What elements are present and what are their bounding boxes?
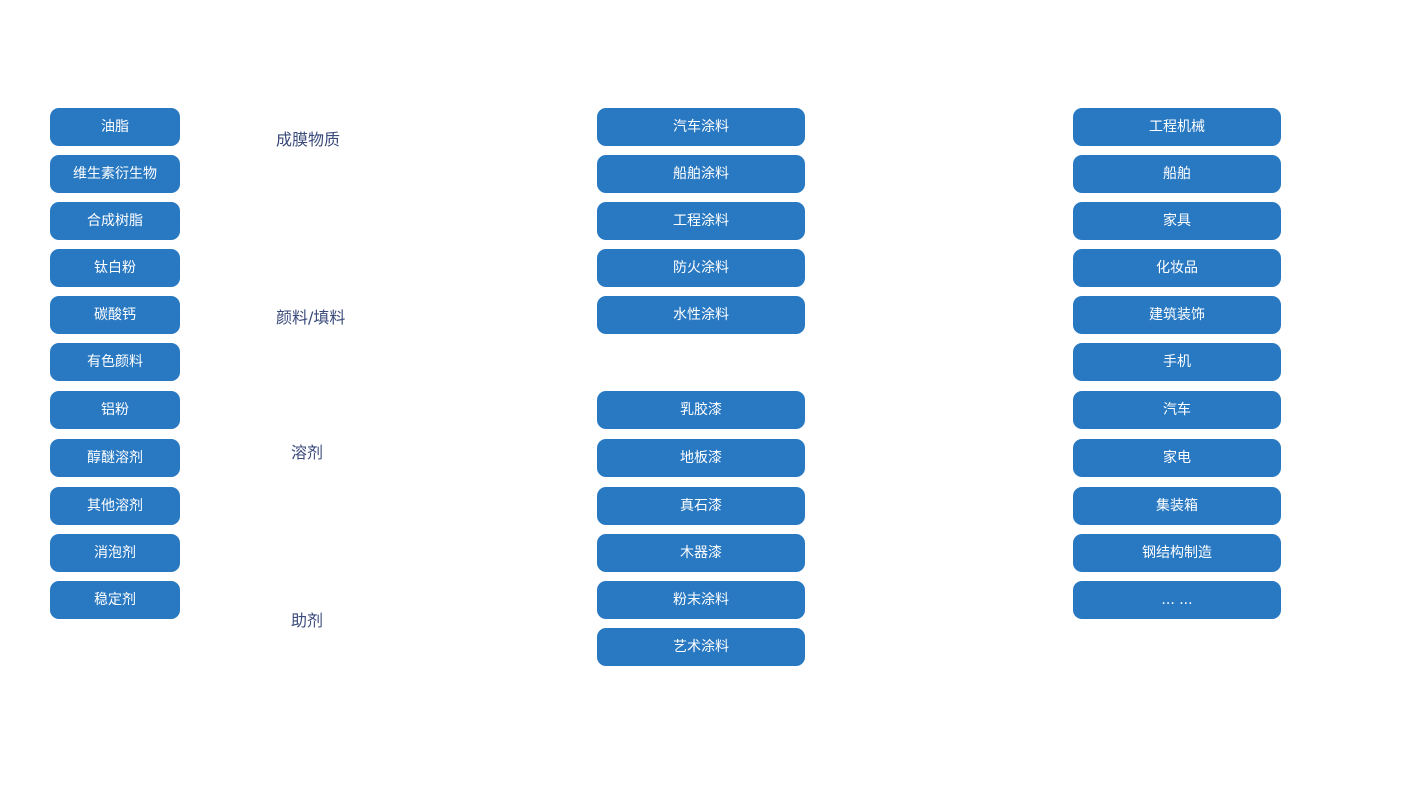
application-automobile: 汽车 — [1073, 391, 1281, 429]
raw-material-stabilizer: 稳定剂 — [50, 581, 180, 619]
coating-latex-paint: 乳胶漆 — [597, 391, 805, 429]
application-mobile-phone: 手机 — [1073, 343, 1281, 381]
category-pigment-filler: 颜料/填料 — [276, 308, 346, 327]
category-additive: 助剂 — [291, 611, 324, 630]
coating-powder: 粉末涂料 — [597, 581, 805, 619]
application-furniture: 家具 — [1073, 202, 1281, 240]
raw-material-alcohol-ether-solvent: 醇醚溶剂 — [50, 439, 180, 477]
raw-material-other-solvent: 其他溶剂 — [50, 487, 180, 525]
coating-floor-paint: 地板漆 — [597, 439, 805, 477]
coating-fireproof: 防火涂料 — [597, 249, 805, 287]
application-ships: 船舶 — [1073, 155, 1281, 193]
coating-wood-paint: 木器漆 — [597, 534, 805, 572]
raw-material-calcium-carbonate: 碳酸钙 — [50, 296, 180, 334]
coating-art: 艺术涂料 — [597, 628, 805, 666]
raw-material-color-pigment: 有色颜料 — [50, 343, 180, 381]
coating-engineering: 工程涂料 — [597, 202, 805, 240]
application-steel-structure: 钢结构制造 — [1073, 534, 1281, 572]
coating-stone-paint: 真石漆 — [597, 487, 805, 525]
raw-material-defoamer: 消泡剂 — [50, 534, 180, 572]
application-more: ... ... — [1073, 581, 1281, 619]
category-film-forming: 成膜物质 — [276, 130, 341, 149]
category-solvent: 溶剂 — [291, 443, 324, 462]
raw-material-vitamin-derivative: 维生素衍生物 — [50, 155, 180, 193]
application-home-appliance: 家电 — [1073, 439, 1281, 477]
application-container: 集装箱 — [1073, 487, 1281, 525]
application-construction-machinery: 工程机械 — [1073, 108, 1281, 146]
application-cosmetics: 化妆品 — [1073, 249, 1281, 287]
raw-material-aluminum-powder: 铝粉 — [50, 391, 180, 429]
coating-waterborne: 水性涂料 — [597, 296, 805, 334]
raw-material-titanium-dioxide: 钛白粉 — [50, 249, 180, 287]
coating-automotive: 汽车涂料 — [597, 108, 805, 146]
application-building-decoration: 建筑装饰 — [1073, 296, 1281, 334]
coating-marine: 船舶涂料 — [597, 155, 805, 193]
raw-material-synthetic-resin: 合成树脂 — [50, 202, 180, 240]
raw-material-oil: 油脂 — [50, 108, 180, 146]
